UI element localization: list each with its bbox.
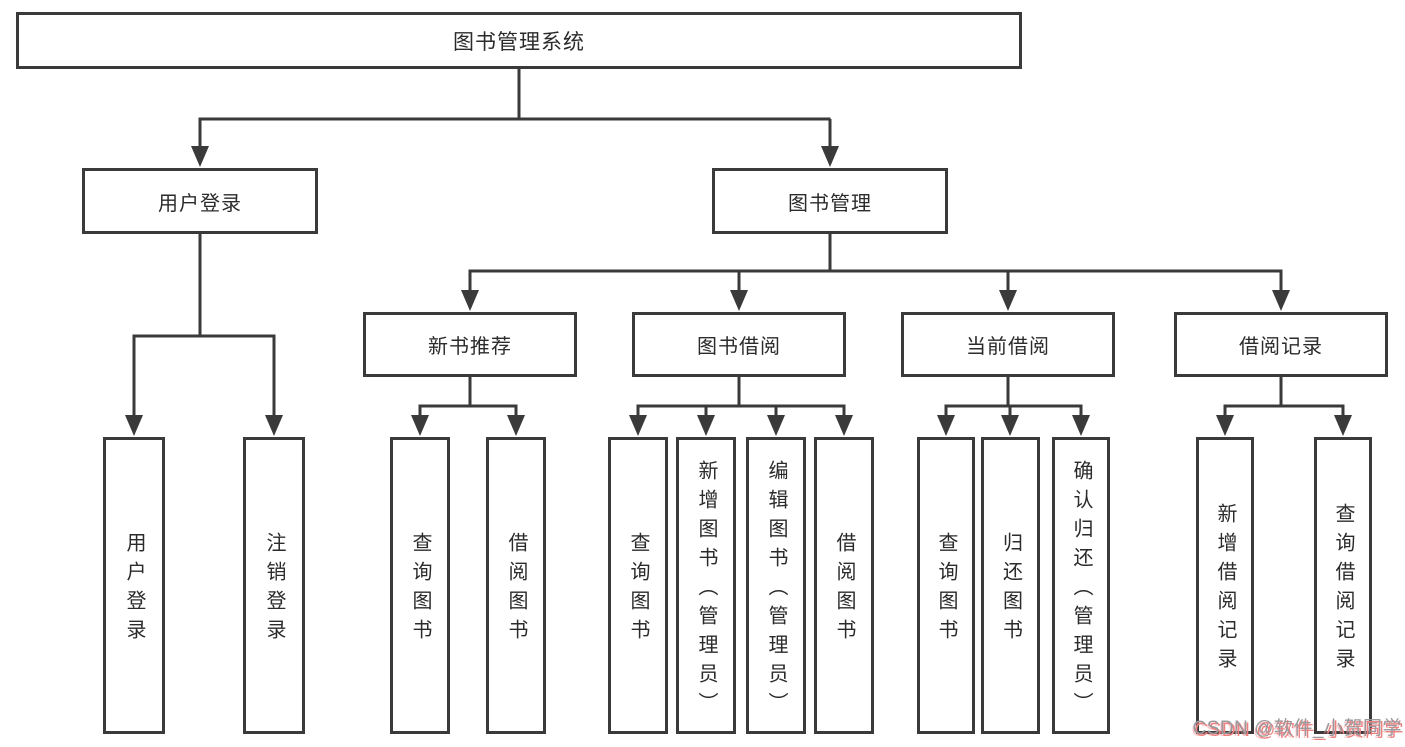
leaf-label: 查询借阅记录	[1332, 503, 1354, 677]
leaf-label: 用户登录	[123, 532, 145, 648]
node-label: 当前借阅	[966, 336, 1050, 358]
node-new-book-recommend: 新书推荐	[363, 312, 577, 377]
leaf-label: 新增借阅记录	[1214, 503, 1236, 677]
leaf-label: 借阅图书	[505, 532, 527, 648]
leaf-add-borrow-record: 新增借阅记录	[1196, 437, 1254, 734]
leaf-label: 新增图书（管理员）	[695, 459, 717, 721]
node-library-management-system: 图书管理系统	[16, 12, 1022, 69]
leaf-query-borrow-record: 查询借阅记录	[1314, 437, 1372, 734]
node-user-login: 用户登录	[82, 168, 318, 234]
leaf-borrow-books: 借阅图书	[814, 437, 874, 734]
leaf-label: 注销登录	[263, 532, 285, 648]
node-label: 图书管理	[788, 192, 872, 215]
leaf-label: 查询图书	[935, 532, 957, 648]
leaf-label: 查询图书	[627, 532, 649, 648]
leaf-user-login: 用户登录	[103, 437, 165, 734]
node-book-borrowing: 图书借阅	[632, 312, 846, 377]
leaf-label: 编辑图书（管理员）	[765, 459, 787, 721]
node-label: 借阅记录	[1239, 336, 1323, 358]
leaf-return-book: 归还图书	[981, 437, 1040, 734]
leaf-label: 确认归还（管理员）	[1070, 459, 1092, 721]
leaf-logout: 注销登录	[243, 437, 305, 734]
node-book-management: 图书管理	[712, 168, 948, 234]
leaf-borrow-books-recommend: 借阅图书	[486, 437, 546, 734]
leaf-query-books-borrowing: 查询图书	[608, 437, 668, 734]
leaf-query-books-recommend: 查询图书	[390, 437, 450, 734]
node-borrowing-records: 借阅记录	[1174, 312, 1388, 377]
leaf-edit-book-admin: 编辑图书（管理员）	[746, 437, 806, 734]
node-current-borrowing: 当前借阅	[901, 312, 1115, 377]
node-label: 新书推荐	[428, 336, 512, 358]
watermark: CSDN @软件_小贺同学	[1192, 718, 1402, 739]
leaf-label: 查询图书	[409, 532, 431, 648]
leaf-label: 借阅图书	[833, 532, 855, 648]
leaf-add-book-admin: 新增图书（管理员）	[676, 437, 736, 734]
leaf-query-books-current: 查询图书	[917, 437, 975, 734]
leaf-confirm-return-admin: 确认归还（管理员）	[1052, 437, 1110, 734]
node-label: 图书借阅	[697, 336, 781, 358]
leaf-label: 归还图书	[999, 532, 1022, 648]
node-label: 用户登录	[158, 192, 242, 215]
node-label: 图书管理系统	[453, 30, 585, 54]
